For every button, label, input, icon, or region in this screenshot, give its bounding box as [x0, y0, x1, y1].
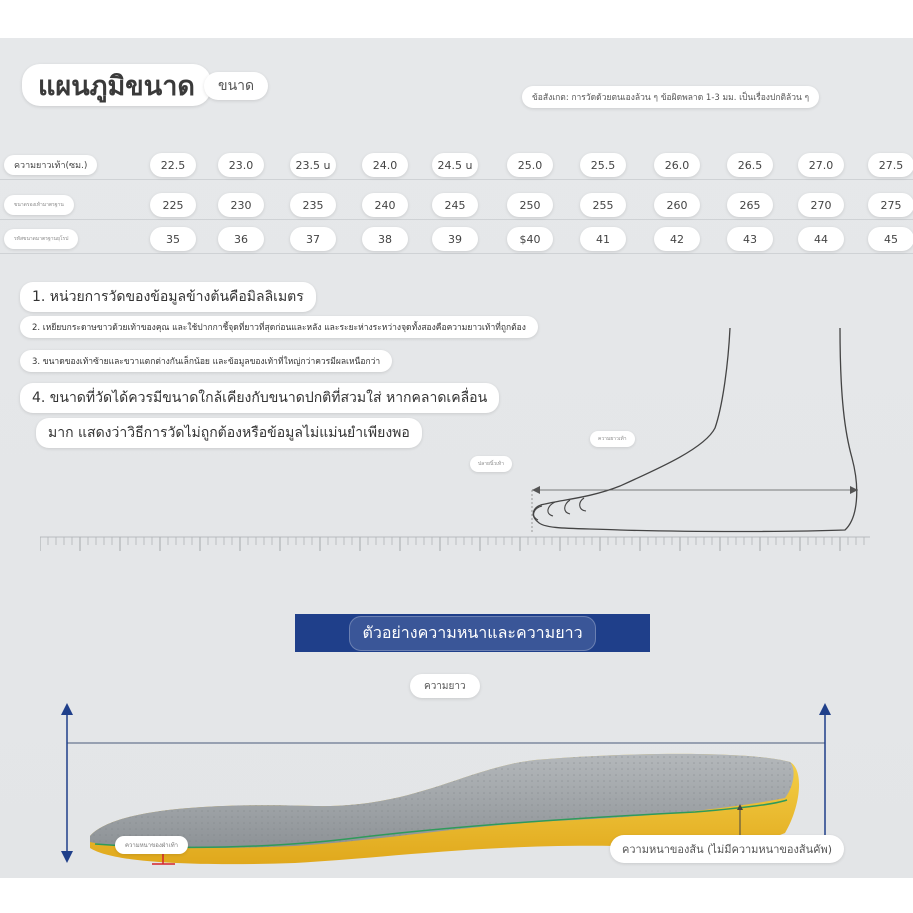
left-up-arrow-icon [61, 703, 73, 715]
measuring-ruler [40, 536, 870, 551]
size-table-cell: 24.5 u [432, 153, 478, 177]
size-table-row-divider [0, 219, 913, 220]
size-table-cell: 27.5 [868, 153, 913, 177]
size-table-cell: 24.0 [362, 153, 408, 177]
size-table-cell: 225 [150, 193, 196, 217]
size-table-cell: 255 [580, 193, 626, 217]
arch-thickness-label: ความหนาของฝ่าเท้า [115, 836, 189, 854]
instruction-2: 2. เหยียบกระดาษขาวด้วยเท้าของคุณ และใช้ป… [20, 316, 538, 338]
foot-length-right-arrow-icon [850, 486, 858, 494]
page-subtitle: ขนาด [204, 72, 269, 100]
size-table-cell: 36 [218, 227, 264, 251]
size-table-row-label: รหัสขนาดมาตรฐานยุโรป [4, 229, 79, 249]
size-table-cell: 42 [654, 227, 700, 251]
right-up-arrow-icon [819, 703, 831, 715]
size-table-cell: 250 [507, 193, 553, 217]
instruction-1: 1. หน่วยการวัดของข้อมูลข้างต้นคือมิลลิเม… [20, 282, 316, 312]
foot-length-left-arrow-icon [532, 486, 540, 494]
size-table-cell: 41 [580, 227, 626, 251]
size-table-cell: 44 [798, 227, 844, 251]
size-table-cell: 22.5 [150, 153, 196, 177]
size-table-cell: 230 [218, 193, 264, 217]
size-table-cell: 26.0 [654, 153, 700, 177]
size-table-cell: 38 [362, 227, 408, 251]
size-table-cell: 23.5 u [290, 153, 336, 177]
size-table-cell: 35 [150, 227, 196, 251]
foot-length-label: ความยาวเท้า [590, 431, 635, 447]
instruction-3: 3. ขนาดของเท้าซ้ายและขวาแตกต่างกันเล็กน้… [20, 350, 393, 372]
instruction-4: 4. ขนาดที่วัดได้ควรมีขนาดใกล้เคียงกับขนา… [20, 383, 500, 413]
section-banner-text: ตัวอย่างความหนาและความยาว [349, 615, 596, 651]
size-table-cell: $40 [507, 227, 553, 251]
instruction-4-continued: มาก แสดงว่าวิธีการวัดไม่ถูกต้องหรือข้อมู… [36, 418, 422, 448]
size-table-cell: 37 [290, 227, 336, 251]
size-chart-canvas: แผนภูมิขนาด ขนาด ข้อสังเกต: การวัดด้วยตน… [0, 38, 913, 878]
size-table-row-label: ความยาวเท้า(ซม.) [4, 155, 98, 175]
size-table-cell: 235 [290, 193, 336, 217]
size-table-row-divider [0, 179, 913, 180]
size-table-cell: 260 [654, 193, 700, 217]
measurement-note: ข้อสังเกต: การวัดด้วยตนเองล้วน ๆ ข้อผิดพ… [522, 86, 820, 108]
size-table-cell: 240 [362, 193, 408, 217]
insole-edge-stitch [94, 799, 788, 849]
size-table-row-divider [0, 253, 913, 254]
foot-outline [532, 327, 858, 533]
foot-toe-label: ปลายนิ้วเท้า [470, 456, 513, 472]
heel-thickness-label: ความหนาของส้น (ไม่มีความหนาของส้นคัพ) [610, 835, 845, 863]
size-table-row-label: ขนาดรองเท้ามาตรฐาน [4, 195, 74, 215]
size-table-cell: 45 [868, 227, 913, 251]
size-table-cell: 26.5 [727, 153, 773, 177]
insole-length-label: ความยาว [410, 674, 480, 698]
size-table-cell: 245 [432, 193, 478, 217]
size-table-cell: 43 [727, 227, 773, 251]
size-table-cell: 25.0 [507, 153, 553, 177]
insole-texture [90, 753, 794, 849]
size-table-cell: 23.0 [218, 153, 264, 177]
size-table-cell: 270 [798, 193, 844, 217]
size-table-cell: 25.5 [580, 153, 626, 177]
toe-outlines [533, 497, 587, 521]
page-title: แผนภูมิขนาด [22, 64, 211, 106]
left-down-arrow-icon [61, 851, 73, 863]
size-table-cell: 265 [727, 193, 773, 217]
foot-outline-diagram [531, 327, 858, 533]
size-table-cell: 275 [868, 193, 913, 217]
size-table-cell: 39 [432, 227, 478, 251]
section-banner: ตัวอย่างความหนาและความยาว [295, 614, 650, 652]
size-table-cell: 27.0 [798, 153, 844, 177]
